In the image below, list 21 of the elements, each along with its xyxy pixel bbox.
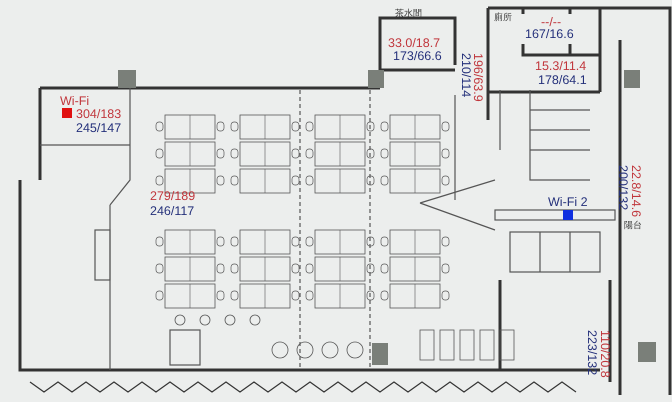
speed-reading: 223/132 (586, 330, 598, 376)
speed-reading: 110/20.8 (598, 330, 611, 378)
room-label: 茶水間 (395, 10, 422, 19)
speed-reading: --/-- (541, 16, 562, 28)
room-label: 陽台 (624, 222, 642, 231)
speed-reading: 33.0/18.7 (388, 37, 440, 50)
speed-reading: 200/132 (616, 165, 629, 210)
speed-reading: 196/63.9 (472, 53, 484, 102)
speed-reading: 279/189 (150, 190, 196, 202)
speed-reading: Wi-Fi 2 (548, 196, 588, 208)
speed-reading: 22.8/14.6 (630, 165, 642, 218)
speed-reading: 178/64.1 (538, 74, 587, 86)
speed-reading: Wi-Fi (60, 95, 90, 108)
speed-reading: 246/117 (150, 205, 194, 218)
speed-reading: 167/16.6 (525, 28, 574, 40)
speed-reading: 304/183 (76, 108, 122, 120)
speed-reading: 15.3/11.4 (535, 60, 586, 72)
speed-reading: 245/147 (76, 122, 122, 134)
speed-reading: 173/66.6 (393, 50, 442, 62)
speed-reading: 210/114 (460, 53, 472, 98)
room-label: 廁所 (494, 14, 512, 23)
